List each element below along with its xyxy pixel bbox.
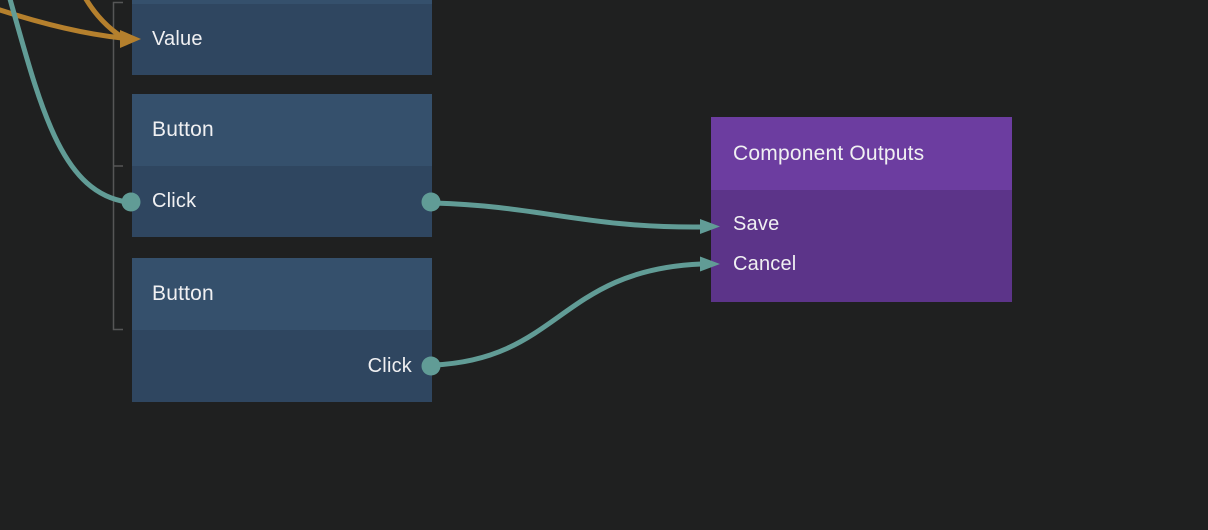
node-value[interactable]: Value bbox=[132, 0, 432, 75]
wire-click-2-to-cancel[interactable] bbox=[431, 261, 704, 368]
node-button-2-title: Button bbox=[152, 282, 214, 305]
node-component-outputs[interactable]: Component Outputs Save Cancel bbox=[711, 117, 1012, 302]
port-click-1-input[interactable] bbox=[121, 192, 141, 212]
arrowhead-save-input-icon bbox=[700, 219, 720, 234]
save-port-label: Save bbox=[733, 212, 780, 235]
port-click-1-output[interactable] bbox=[421, 192, 441, 212]
port-row-click-2[interactable]: Click bbox=[132, 330, 432, 402]
node-component-outputs-body: Save Cancel bbox=[711, 190, 1012, 284]
node-button-1[interactable]: Button Click bbox=[132, 94, 432, 237]
port-row-cancel[interactable]: Cancel bbox=[711, 244, 1012, 284]
cancel-port-label: Cancel bbox=[733, 252, 797, 275]
port-row-save[interactable]: Save bbox=[711, 204, 1012, 244]
value-port-label: Value bbox=[152, 28, 203, 50]
node-button-1-header: Button bbox=[132, 94, 432, 166]
port-row-value[interactable]: Value bbox=[132, 4, 432, 75]
arrowhead-value-input-icon bbox=[120, 30, 141, 48]
arrowhead-cancel-input-icon bbox=[700, 256, 720, 272]
node-component-outputs-title: Component Outputs bbox=[733, 141, 925, 165]
click-port-label-2: Click bbox=[367, 354, 412, 377]
node-button-2[interactable]: Button Click bbox=[132, 258, 432, 402]
node-component-outputs-header: Component Outputs bbox=[711, 117, 1012, 190]
node-button-2-header: Button bbox=[132, 258, 432, 330]
wire-teal-to-click-1[interactable] bbox=[7, 0, 130, 205]
wire-orange-to-value-strand-1[interactable] bbox=[0, 7, 125, 41]
port-row-click-1[interactable]: Click bbox=[132, 166, 432, 237]
guide-bracket-line bbox=[112, 1, 123, 331]
wire-orange-to-value-strand-2[interactable] bbox=[83, 0, 125, 40]
click-port-label-1: Click bbox=[152, 190, 197, 212]
node-button-1-title: Button bbox=[152, 118, 214, 141]
wire-click-1-to-save[interactable] bbox=[431, 200, 704, 230]
port-click-2-output[interactable] bbox=[421, 356, 441, 376]
